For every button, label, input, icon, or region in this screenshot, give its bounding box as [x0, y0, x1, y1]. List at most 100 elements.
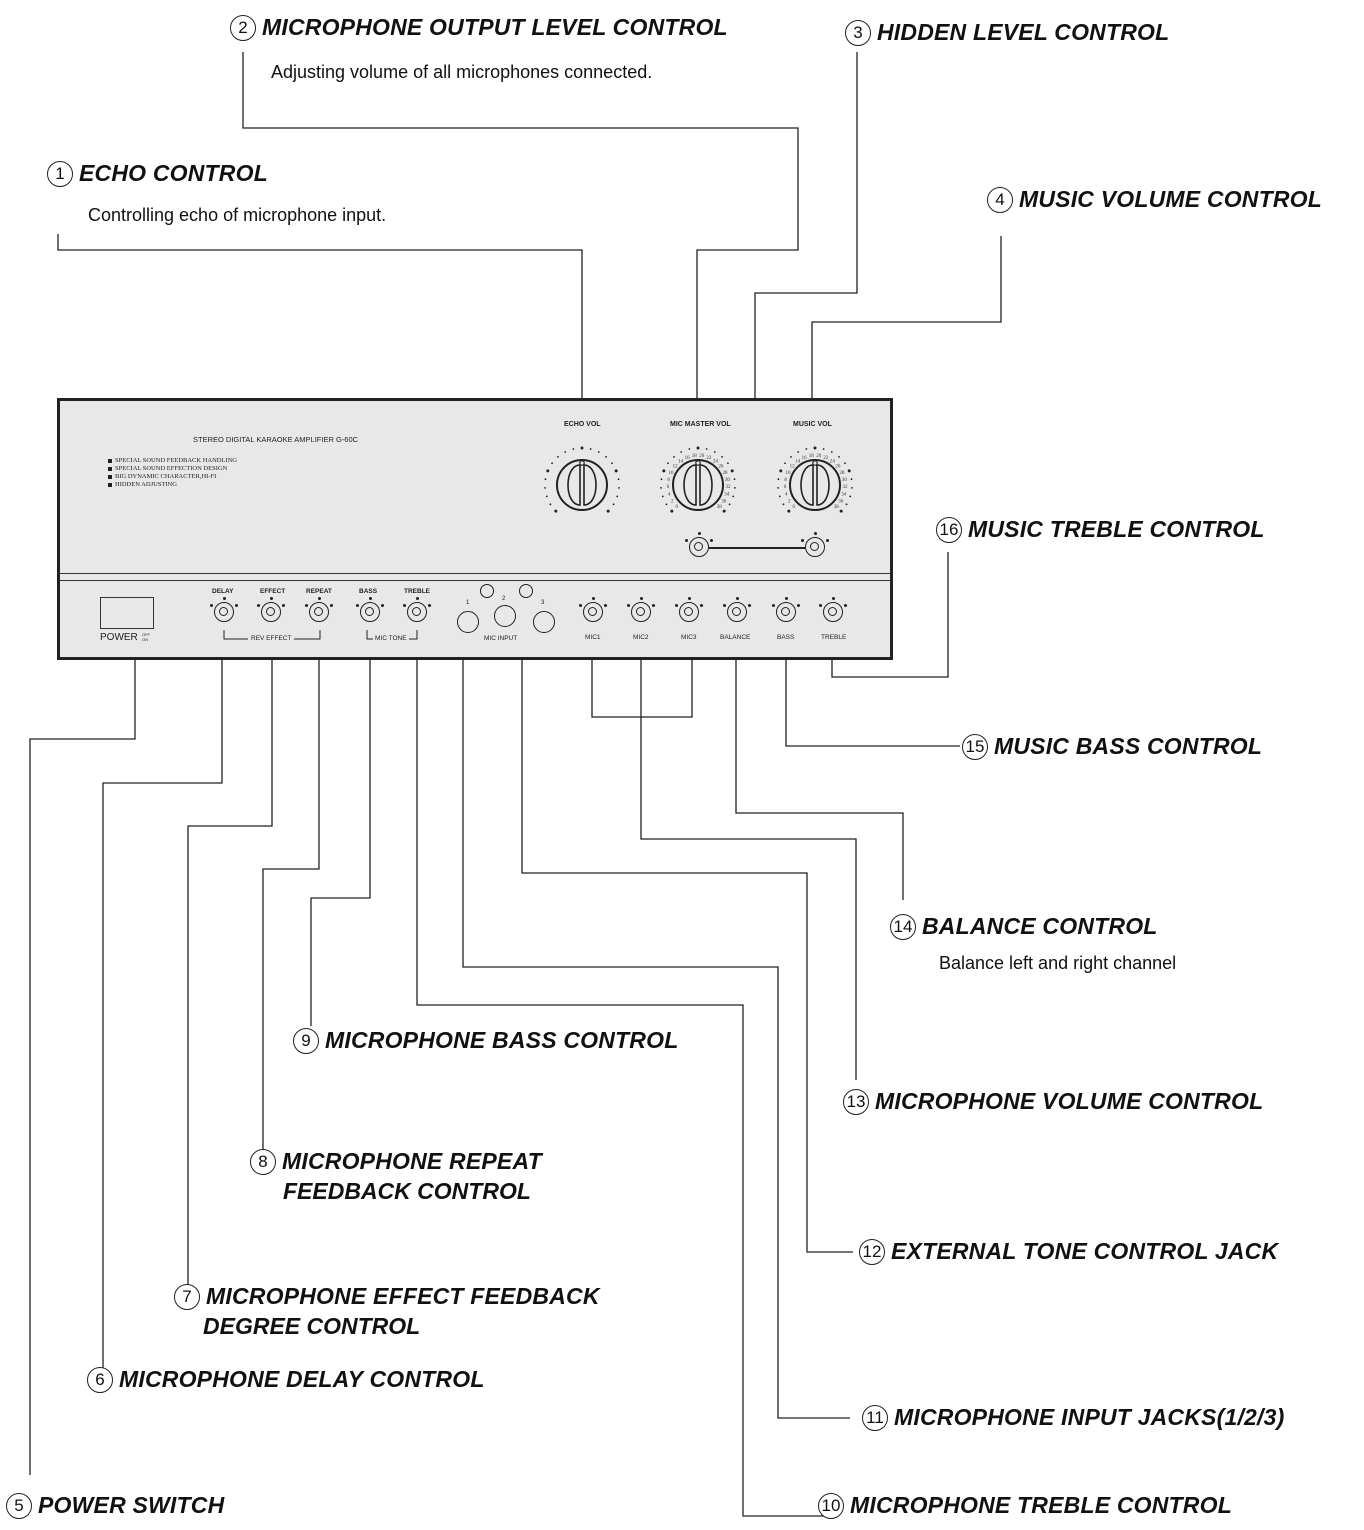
leader-line-2	[242, 52, 799, 400]
mic3-label: MIC3	[681, 634, 697, 641]
mic1-volume-knob[interactable]	[583, 602, 603, 622]
music-bass-knob[interactable]	[776, 602, 796, 622]
music-treble-knob[interactable]	[823, 602, 843, 622]
rev-effect-label: REV EFFECT	[248, 635, 295, 642]
leader-line-14	[735, 660, 904, 900]
mic-bass-knob[interactable]	[360, 602, 380, 622]
knob-tick-dot	[784, 597, 788, 600]
echo-vol-knob[interactable]	[544, 446, 620, 513]
feature-item: SPECIAL SOUND FEEDBACK HANDLING	[108, 457, 237, 464]
power-switch[interactable]	[100, 597, 154, 629]
knob-tick-dot	[305, 604, 308, 607]
callout-number: 13	[843, 1088, 869, 1115]
scale-number: 14	[678, 460, 684, 465]
callout-number: 14	[890, 913, 916, 940]
scale-number: 12	[673, 465, 679, 470]
knob-tick-dot	[627, 604, 630, 607]
callout-title: MUSIC TREBLE CONTROL	[968, 516, 1265, 542]
scale-number: 12	[790, 465, 796, 470]
hidden-level-trimmer-left[interactable]	[689, 537, 709, 557]
knob-tick-dot	[282, 604, 285, 607]
callout-14-description: Balance left and right channel	[939, 953, 1177, 973]
knob-tick-dot	[813, 532, 817, 535]
callout-title: MICROPHONE TREBLE CONTROL	[850, 1492, 1232, 1518]
external-tone-jack-left[interactable]	[480, 584, 494, 598]
callout-7-title-line2: DEGREE CONTROL	[203, 1313, 421, 1339]
leader-line-5	[29, 660, 136, 1475]
scale-number: 2	[788, 499, 791, 504]
scale-number: 36	[838, 499, 844, 504]
callout-15: 15 MUSIC BASS CONTROL	[962, 733, 1262, 760]
scale-number: 6	[667, 485, 670, 490]
knob-tick-dot	[257, 604, 260, 607]
scale-number: 34	[724, 493, 730, 498]
mic2-volume-knob[interactable]	[631, 602, 651, 622]
callout-number: 15	[962, 733, 988, 760]
callout-7: 7 MICROPHONE EFFECT FEEDBACK	[174, 1283, 600, 1310]
callout-title: MICROPHONE VOLUME CONTROL	[875, 1088, 1264, 1114]
knob-tick-dot	[685, 539, 688, 542]
knob-tick-dot	[317, 597, 321, 600]
knob-tick-dot	[723, 604, 726, 607]
trimmer-link-line	[709, 547, 805, 549]
callout-title: MICROPHONE DELAY CONTROL	[119, 1366, 485, 1392]
scale-number: 16	[685, 456, 691, 461]
repeat-knob[interactable]	[309, 602, 329, 622]
scale-number: 24	[713, 460, 719, 465]
knob-tick-dot	[801, 539, 804, 542]
scale-number: 6	[784, 485, 787, 490]
callout-title: MICROPHONE EFFECT FEEDBACK	[206, 1283, 600, 1309]
balance-label: BALANCE	[720, 634, 751, 641]
knob-tick-dot	[591, 597, 595, 600]
power-state-off: OFF	[142, 632, 150, 637]
knob-tick-dot	[844, 604, 847, 607]
mic-jack-number-2: 2	[502, 596, 506, 602]
scale-number: 36	[721, 499, 727, 504]
knob-tick-dot	[428, 604, 431, 607]
callout-number: 12	[859, 1238, 885, 1265]
scale-number: 22	[706, 456, 712, 461]
callout-number: 2	[230, 14, 256, 41]
mic-input-jack-2[interactable]	[494, 605, 516, 627]
knob-tick-dot	[368, 597, 372, 600]
scale-number: 8	[784, 478, 787, 483]
mic-treble-knob[interactable]	[407, 602, 427, 622]
external-tone-jack-right[interactable]	[519, 584, 533, 598]
leader-line-7	[187, 660, 273, 1295]
hidden-level-trimmer-right[interactable]	[805, 537, 825, 557]
feature-item: HIDDEN ADJUSTING	[108, 481, 177, 488]
mic-input-jack-1[interactable]	[457, 611, 479, 633]
knob-tick-dot	[222, 597, 226, 600]
leader-line-16	[831, 552, 949, 678]
callout-11: 11 MICROPHONE INPUT JACKS(1/2/3)	[862, 1404, 1284, 1431]
delay-knob[interactable]	[214, 602, 234, 622]
scale-number: 20	[816, 454, 822, 459]
leader-line-11	[462, 660, 850, 1419]
scale-number: 38	[717, 505, 723, 510]
mic3-volume-knob[interactable]	[679, 602, 699, 622]
scale-number: 8	[667, 478, 670, 483]
treble-label: TREBLE	[404, 588, 430, 595]
callout-6: 6 MICROPHONE DELAY CONTROL	[87, 1366, 485, 1393]
callout-number: 11	[862, 1404, 888, 1431]
panel-upper-section: STEREO DIGITAL KARAOKE AMPLIFIER G-60C S…	[60, 401, 890, 571]
mic-jack-number-1: 1	[466, 600, 470, 606]
callout-title: MICROPHONE OUTPUT LEVEL CONTROL	[262, 14, 728, 40]
knob-tick-dot	[700, 604, 703, 607]
balance-knob[interactable]	[727, 602, 747, 622]
delay-label: DELAY	[212, 588, 234, 595]
callout-number: 9	[293, 1027, 319, 1054]
knob-tick-dot	[639, 597, 643, 600]
effect-knob[interactable]	[261, 602, 281, 622]
callout-number: 1	[47, 160, 73, 187]
knob-tick-dot	[381, 604, 384, 607]
knob-tick-dot	[604, 604, 607, 607]
leader-line-10	[416, 660, 830, 1517]
mic-input-jack-3[interactable]	[533, 611, 555, 633]
callout-number: 3	[845, 19, 871, 46]
scale-number: 30	[842, 478, 848, 483]
knob-tick-dot	[826, 539, 829, 542]
knob-tick-dot	[748, 604, 751, 607]
